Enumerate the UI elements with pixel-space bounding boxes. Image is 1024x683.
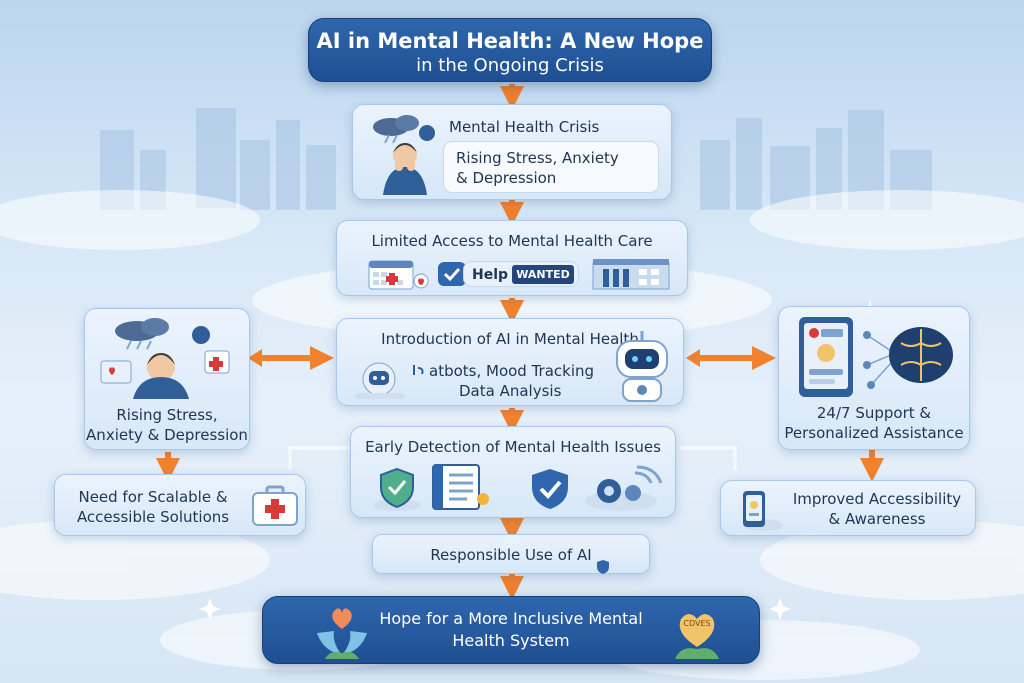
left-stress-line-1: Rising Stress, [116,406,218,424]
document-icon [432,464,489,510]
right-accessibility-line-2: & Awareness [828,510,926,528]
right-accessibility-box: Improved Accessibility & Awareness [720,480,976,536]
hope-line-2: Health System [452,631,570,650]
ai-intro-detail-line-2: Data Analysis [459,382,562,400]
ai-intro-title: Introduction of AI in Mental Health [381,330,639,348]
hope-badge-text: CDVES [683,619,711,628]
hope-box: Hope for a More Inclusive Mental Health … [262,596,760,664]
left-solutions-line-1: Need for Scalable & [78,488,228,506]
heart-badge-icon [675,614,719,659]
crisis-detail-line-1: Rising Stress, Anxiety [456,149,619,167]
shield-check-icon [438,262,466,286]
crisis-detail-line-2: & Depression [456,169,557,187]
brain-network-icon [863,327,953,389]
phone-icon [743,491,783,531]
right-accessibility-line-1: Improved Accessibility [792,490,962,508]
diagram-title: AI in Mental Health: A New Hope in the O… [308,18,712,82]
access-title: Limited Access to Mental Health Care [371,232,653,250]
chat-symbol-icon [413,365,424,375]
title-line-2: in the Ongoing Crisis [416,55,604,76]
responsible-box: Responsible Use of AI [372,534,650,574]
right-support-line-2: Personalized Assistance [784,424,964,442]
hope-line-1: Hope for a More Inclusive Mental [379,609,643,628]
ai-intro-detail-line-1: atbots, Mood Tracking [429,362,595,380]
gear-icon [585,465,663,511]
help-wanted-sign: Help WANTED [463,261,579,287]
right-support-line-1: 24/7 Support & [816,404,932,422]
access-box: Limited Access to Mental Health Care Hel… [336,220,688,296]
worried-person-icon [373,115,435,195]
ai-intro-box: Introduction of AI in Mental Health atbo… [336,318,684,406]
shield-check-icon [532,469,568,509]
early-detection-box: Early Detection of Mental Health Issues [350,426,676,518]
crisis-box: Mental Health Crisis Rising Stress, Anxi… [352,104,672,200]
robot-icon [616,331,668,402]
heart-hands-icon [317,608,367,659]
calendar-icon [368,260,429,290]
first-aid-kit-icon [252,485,298,526]
left-solutions-line-2: Accessible Solutions [76,508,230,526]
storm-cloud-icon [100,318,230,399]
responsible-title: Responsible Use of AI [430,546,592,564]
chatbot-icon [355,362,405,399]
title-line-1: AI in Mental Health: A New Hope [316,29,704,53]
left-stress-box: Rising Stress, Anxiety & Depression [84,308,250,450]
crisis-title: Mental Health Crisis [449,118,600,136]
tablet-icon [799,317,853,397]
crisis-detail-card: Rising Stress, Anxiety & Depression [443,141,659,193]
building-icon [592,259,670,290]
early-detection-title: Early Detection of Mental Health Issues [365,438,661,456]
right-support-box: 24/7 Support & Personalized Assistance [778,306,970,450]
shield-icon [597,560,609,574]
wanted-badge: WANTED [512,265,574,284]
help-label: Help [472,267,509,283]
left-stress-line-2: Anxiety & Depression [86,426,248,444]
shield-check-icon [373,467,421,511]
left-solutions-box: Need for Scalable & Accessible Solutions [54,474,306,536]
